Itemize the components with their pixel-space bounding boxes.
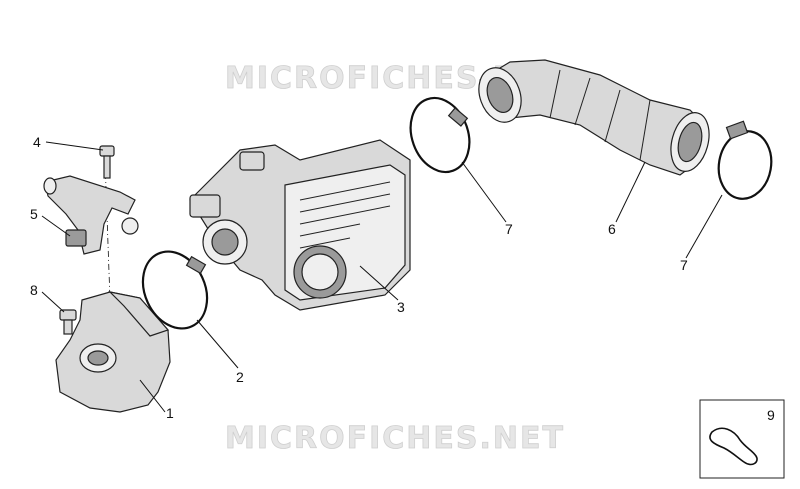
inset-box-part-9: 9 <box>699 399 785 479</box>
leader-line-4 <box>45 141 104 151</box>
o-ring-part-9 <box>709 427 758 466</box>
hose-clamp-part-2 <box>141 250 209 330</box>
assembly-axis <box>104 159 111 301</box>
callout-7-lower: 7 <box>680 257 688 273</box>
leader-line-7-lower <box>685 194 723 259</box>
callout-7-upper: 7 <box>505 221 513 237</box>
air-intake-hose-part-6 <box>478 59 710 176</box>
callout-5: 5 <box>30 206 38 222</box>
watermark-bottom: MICROFICHES.NET <box>225 421 565 456</box>
bolt-part-8 <box>59 309 77 335</box>
callout-3: 3 <box>397 299 405 315</box>
callout-8: 8 <box>30 282 38 298</box>
callout-6: 6 <box>608 221 616 237</box>
leader-line-5 <box>41 215 71 237</box>
injector-part-5 <box>43 175 139 255</box>
hose-clamp-part-7-upper <box>409 96 471 174</box>
leader-line-8 <box>41 291 65 313</box>
callout-1: 1 <box>166 405 174 421</box>
leader-line-1 <box>139 379 166 413</box>
leader-line-3 <box>359 265 399 301</box>
callout-9: 9 <box>767 407 775 423</box>
hose-clamp-part-7-lower <box>717 120 773 200</box>
leader-line-6 <box>615 161 646 223</box>
bolt-part-4 <box>99 145 115 179</box>
throttle-body-part-3 <box>189 139 411 311</box>
leader-lines <box>41 141 723 413</box>
leader-line-2 <box>196 319 239 369</box>
leader-line-7-upper <box>461 161 507 223</box>
callout-2: 2 <box>236 369 244 385</box>
callout-4: 4 <box>33 134 41 150</box>
